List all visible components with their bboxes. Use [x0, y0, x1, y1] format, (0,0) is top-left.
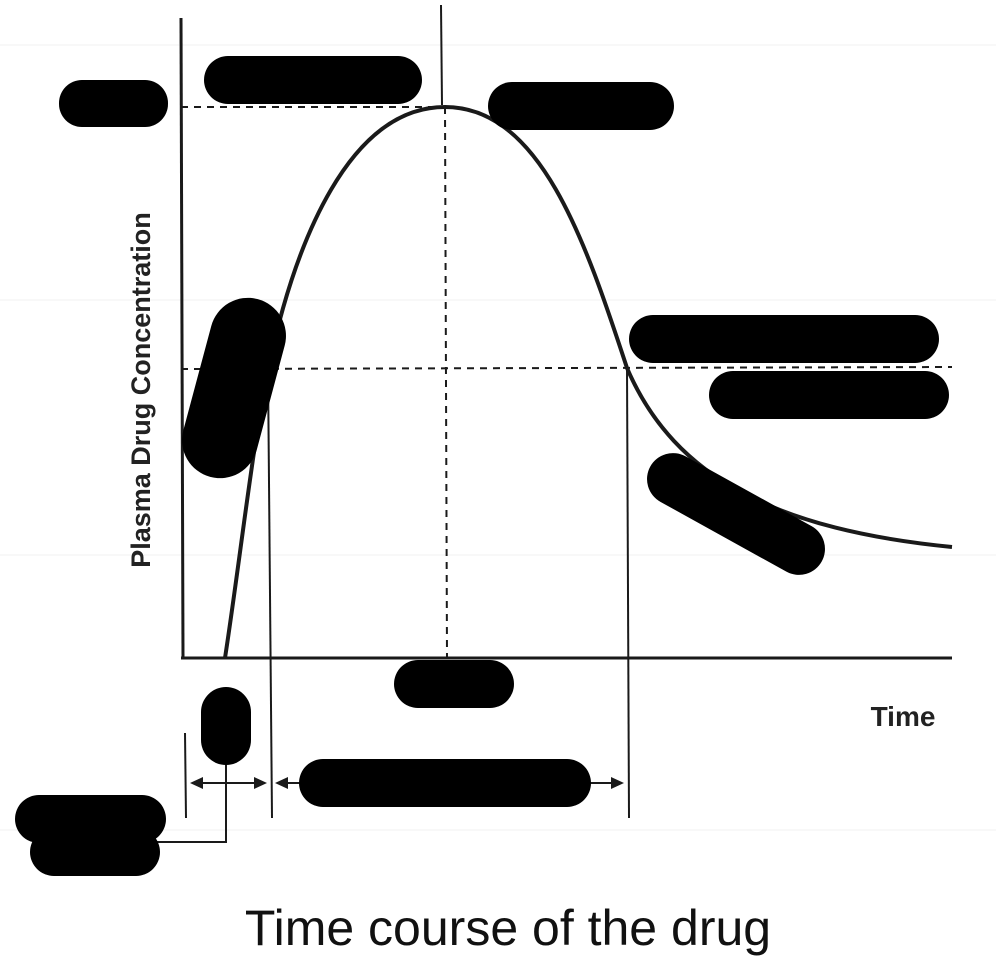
faint-background-lines: [0, 44, 996, 831]
peak-time-top-line: [440, 4, 443, 106]
redaction-block: [201, 687, 251, 765]
redaction-block: [647, 453, 825, 575]
redacted-labels: [15, 56, 949, 876]
redaction-block: [629, 315, 939, 363]
redaction-block: [394, 660, 514, 708]
redaction-block: [30, 828, 160, 876]
threshold-concentration-line: [180, 366, 953, 370]
y-axis-label: Plasma Drug Concentration: [126, 212, 156, 568]
redaction-block: [59, 80, 168, 127]
redaction-block: [204, 56, 422, 104]
y-axis: [179, 17, 185, 659]
start-marker-line: [184, 732, 187, 819]
redaction-block: [709, 371, 949, 419]
redaction-block: [488, 82, 674, 130]
onset-marker-line: [267, 369, 273, 819]
peak-time-line: [444, 106, 448, 659]
x-axis-label: Time: [871, 701, 936, 732]
offset-marker-line: [626, 367, 630, 819]
figure-caption: Time course of the drug: [245, 900, 771, 956]
redaction-block: [299, 759, 591, 807]
redaction-block: [182, 297, 286, 479]
onset-arrow: [190, 777, 267, 789]
